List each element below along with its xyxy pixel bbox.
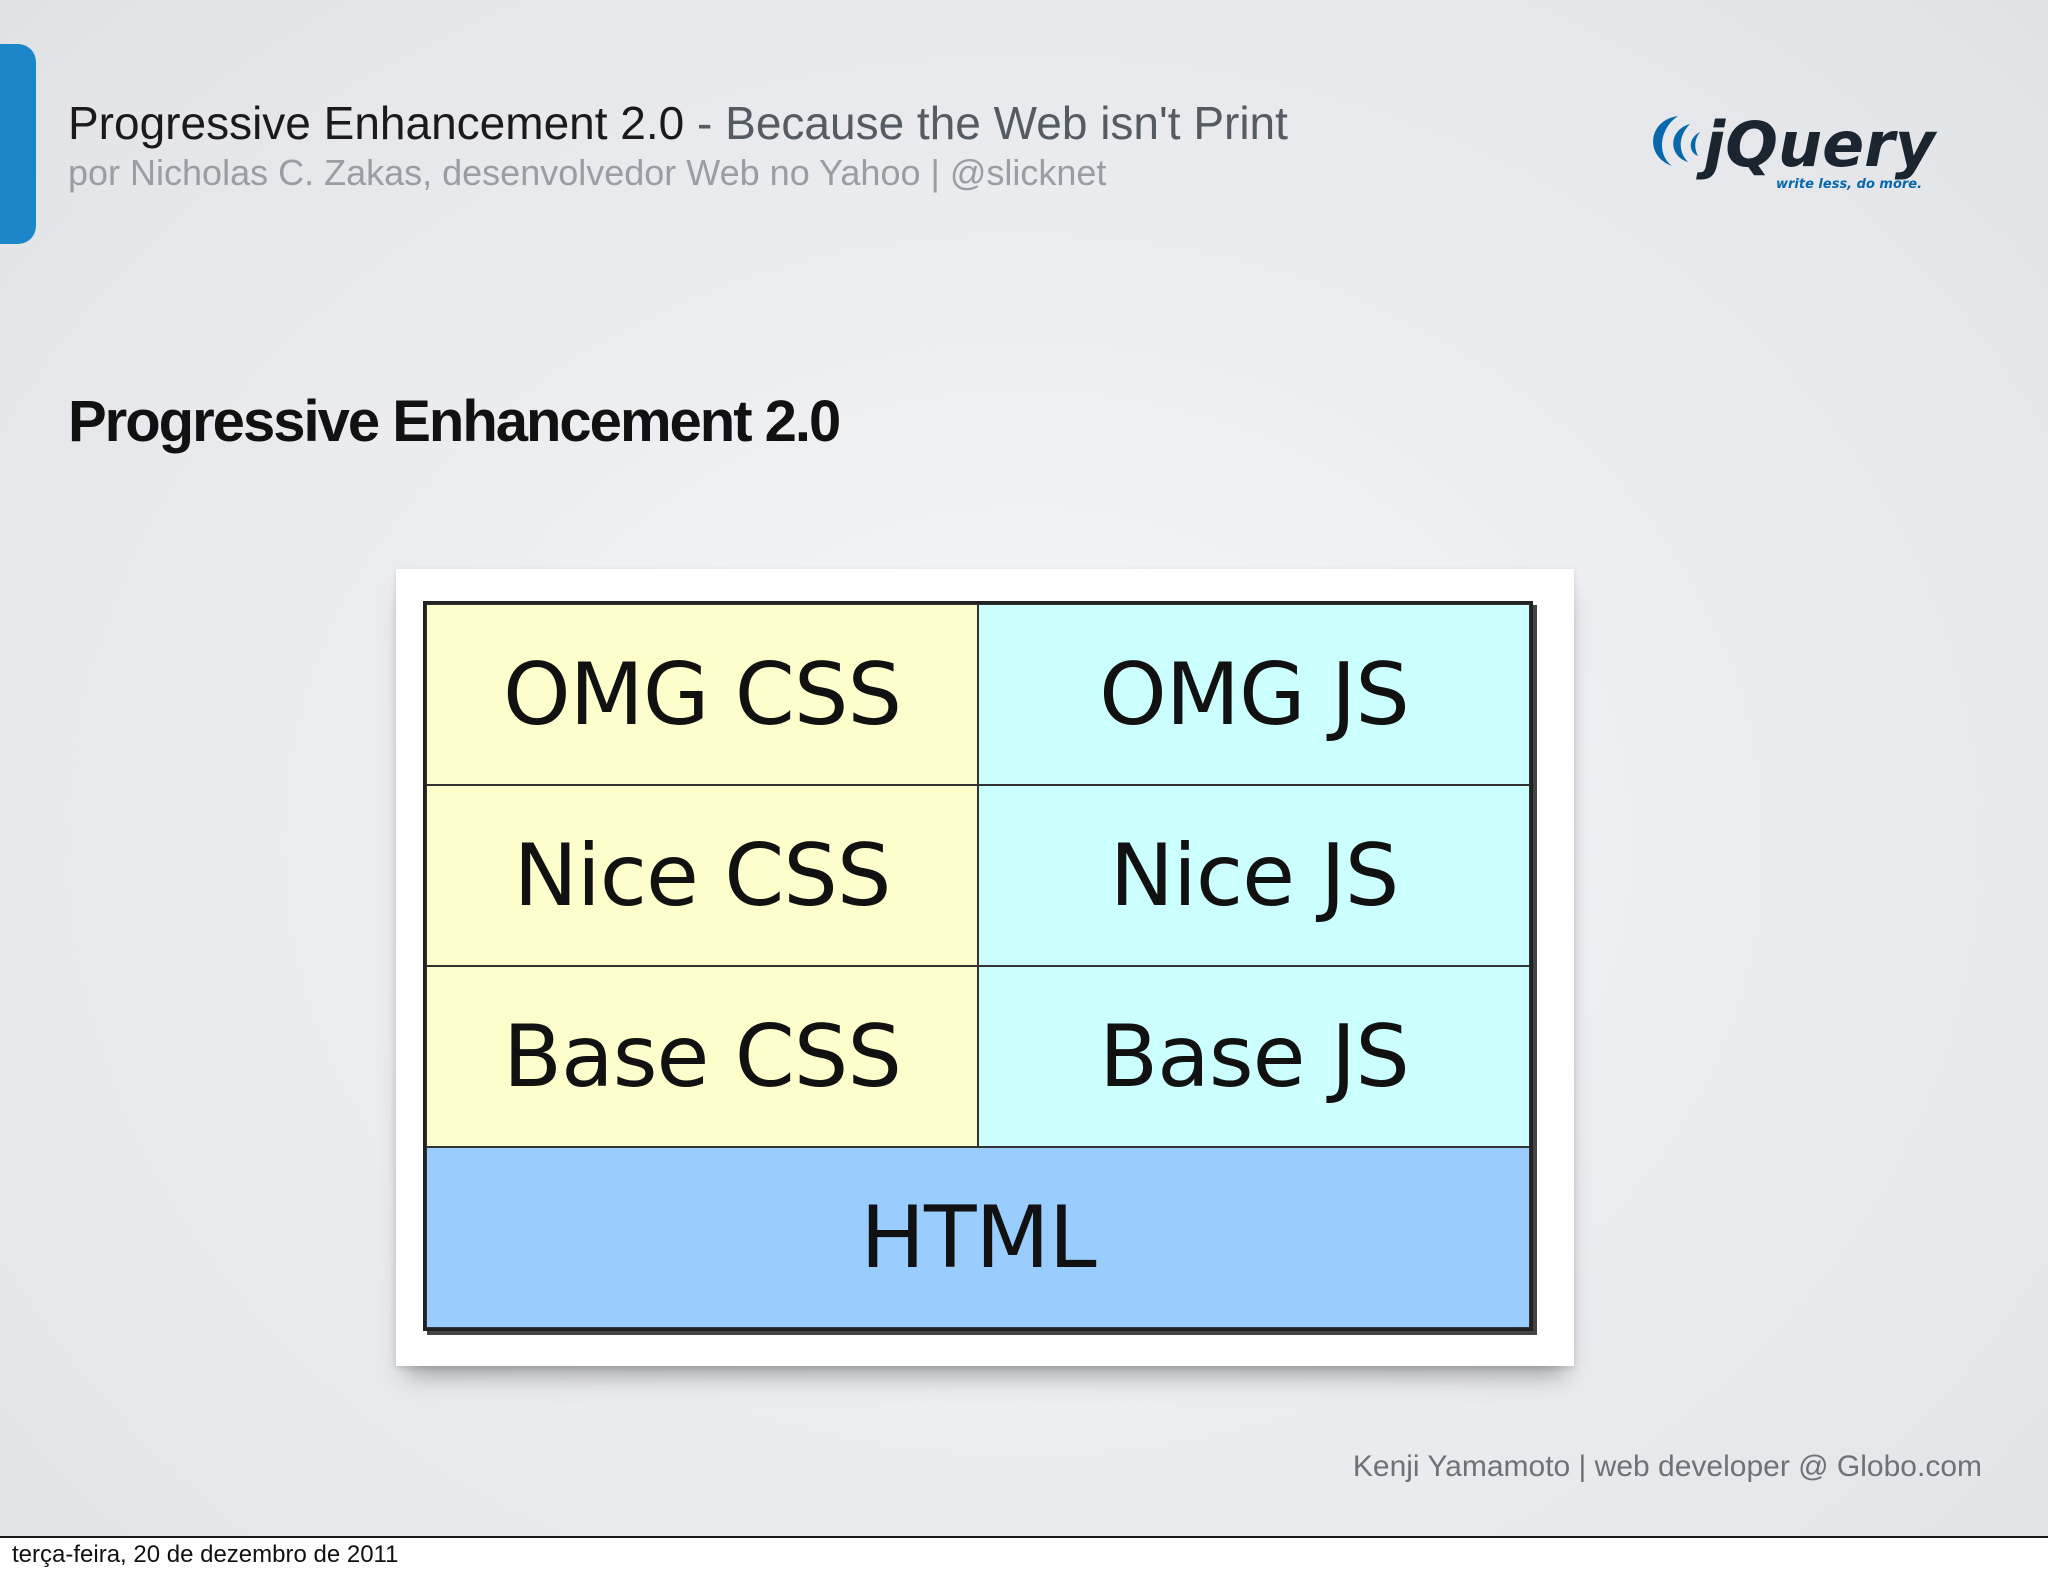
- layer-html: HTML: [426, 1147, 1530, 1328]
- header-subtitle: por Nicholas C. Zakas, desenvolvedor Web…: [68, 152, 1107, 193]
- diagram-image: OMG CSS OMG JS Nice CSS Nice JS Base CSS…: [396, 569, 1574, 1366]
- header-title: Progressive Enhancement 2.0 - Because th…: [68, 96, 1288, 150]
- footer-date: terça-feira, 20 de dezembro de 2011: [12, 1541, 399, 1568]
- page-title: Progressive Enhancement 2.0: [68, 389, 841, 454]
- layer-omg-js: OMG JS: [978, 604, 1530, 785]
- header-title-main: Progressive Enhancement 2.0: [68, 97, 685, 149]
- layer-base-js: Base JS: [978, 966, 1530, 1147]
- layer-omg-css: OMG CSS: [426, 604, 978, 785]
- accent-bar: [0, 44, 36, 244]
- layer-nice-css: Nice CSS: [426, 785, 978, 966]
- layer-diagram: OMG CSS OMG JS Nice CSS Nice JS Base CSS…: [423, 601, 1533, 1331]
- author-credit: Kenji Yamamoto | web developer @ Globo.c…: [1352, 1450, 1982, 1483]
- header-title-rest: Because the Web isn't Print: [725, 97, 1288, 149]
- jquery-wordmark: jQuery: [1696, 108, 1938, 181]
- jquery-swirl-icon: jQuery write less, do more.: [1653, 108, 1938, 192]
- layer-base-css: Base CSS: [426, 966, 978, 1147]
- jquery-logo: jQuery write less, do more.: [1638, 108, 1958, 198]
- layer-nice-js: Nice JS: [978, 785, 1530, 966]
- header-title-separator: -: [684, 97, 726, 149]
- jquery-tagline: write less, do more.: [1776, 177, 1922, 192]
- slide: Progressive Enhancement 2.0 - Because th…: [0, 0, 2048, 1538]
